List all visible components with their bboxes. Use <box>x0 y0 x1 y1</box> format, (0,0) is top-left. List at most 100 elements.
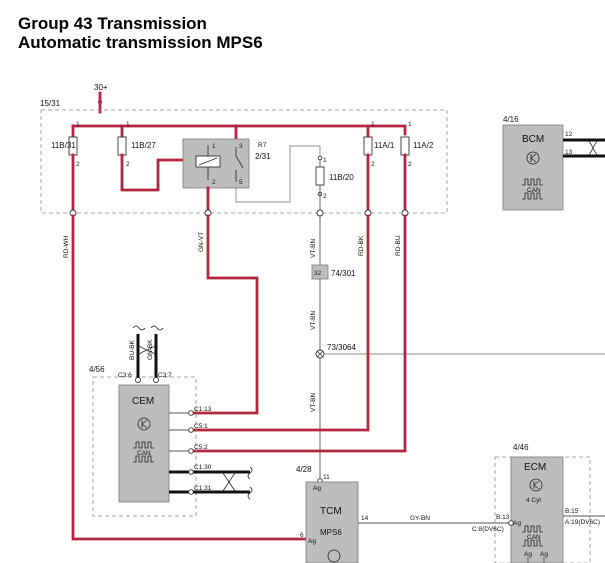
fuse-11b31-pin-bottom: 2 <box>76 161 80 168</box>
fuse-11b20-pin-top: 1 <box>323 157 327 164</box>
ecm-can-icon <box>522 525 543 533</box>
fuse-11a2-label: 11A/2 <box>413 141 434 150</box>
ecm-pin-b13: B:13 <box>496 514 510 521</box>
cem-ref: 4/56 <box>89 365 105 374</box>
cem-can-icon <box>133 441 154 449</box>
fuse-11b31-label: 11B/31 <box>51 141 76 150</box>
supply-node <box>98 100 102 104</box>
ecm-pin-b15: B:15 <box>565 508 579 515</box>
fuse-11b20-pin-top-node <box>317 155 323 161</box>
title-line-2: Automatic transmission MPS6 <box>18 33 263 52</box>
wire-relay-pin5-to-11b20 <box>235 145 321 203</box>
cem-body <box>118 384 170 503</box>
tcm-name: TCM <box>320 506 342 517</box>
ecm-pin-a19: A:19(DV6C) <box>565 519 600 526</box>
cem-pin-c3-6: C3:6 <box>118 372 132 379</box>
bcm-can-label: CAN <box>527 187 541 194</box>
fuse-11b27-body <box>117 136 127 156</box>
label-rd-bk: RD-BK <box>358 235 365 256</box>
bcm-can-icon-2 <box>522 192 543 200</box>
cem-pin-c3-7: C3:7 <box>158 372 172 379</box>
wire-11b27-to-relay <box>120 153 187 192</box>
fuse-box-label: 15/31 <box>40 99 61 108</box>
page-title: Group 43 Transmission Automatic transmis… <box>18 14 263 52</box>
cem-dashed-outline <box>92 376 197 517</box>
tcm-sub: MPS6 <box>320 528 342 537</box>
fuse-11b20: 1 11B/20 2 <box>315 155 354 200</box>
tcm-body <box>305 481 359 563</box>
wire-rd-wh <box>71 214 308 541</box>
ecm-pin-b13-node <box>508 520 514 526</box>
ecm-name: ECM <box>524 462 546 473</box>
relay-pin-2: 2 <box>212 179 216 186</box>
supply-label: 30+ <box>94 83 108 92</box>
fuse-11b20-label: 11B/20 <box>329 173 354 182</box>
relay-contact-switch <box>235 155 244 169</box>
splice-x2 <box>316 350 324 358</box>
cem-pin-c5-1-node <box>188 427 194 433</box>
relay-coil-mark <box>198 157 218 166</box>
fuse-11b20-body <box>315 166 325 186</box>
title-line-1: Group 43 Transmission <box>18 14 207 33</box>
fuse-11b27-label: 11B/27 <box>131 141 156 150</box>
tcm-pin-6: 6 <box>300 532 304 539</box>
fuse-11a1-pin-bottom: 2 <box>371 161 375 168</box>
cem-module: CEM CAN <box>118 384 170 503</box>
cem-bus-twist-icon <box>221 471 237 493</box>
label-vt-bn-1: VT-BN <box>310 239 317 258</box>
ecm-can-icon-2 <box>522 539 543 547</box>
label-gy-bn: GY-BN <box>410 515 430 522</box>
exit-node-vt-bn <box>316 209 324 217</box>
fuse-11b31: 1 11B/31 2 <box>51 121 80 168</box>
cem-twist-icon <box>137 344 157 356</box>
fuse-11b27: 1 11B/27 2 <box>117 121 156 168</box>
cem-transistor-icon <box>137 417 151 431</box>
bcm-twist-icon <box>587 139 599 157</box>
fuse-11b27-pin-bottom: 2 <box>126 161 130 168</box>
tcm-pin-11-sub: Ag <box>313 485 321 492</box>
fuse-11a2-pin-bottom: 2 <box>408 161 412 168</box>
cem-pin-c1-13: C1:13 <box>194 406 212 413</box>
cem-pin-c3-6-node <box>135 377 141 383</box>
label-gn-bk: GN-BK <box>147 339 154 360</box>
fuse-11b20-pin-bottom: 2 <box>323 193 327 200</box>
tcm-ref: 4/28 <box>296 465 312 474</box>
tcm-pin-14: 14 <box>361 515 369 522</box>
fuse-box-outline <box>40 109 448 214</box>
tcm-pin-6-sub: Ag <box>308 538 316 545</box>
fuse-11b31-pin-top: 1 <box>76 121 80 128</box>
wire-gn-vt <box>190 214 259 415</box>
ecm-bottom-pin-2: Ag <box>540 551 548 558</box>
cem-pin-c1-13-node <box>188 410 194 416</box>
relay-pin-3: 3 <box>239 143 243 150</box>
ecm-can-label: CAN <box>527 534 541 541</box>
relay-name: R7 <box>258 142 267 149</box>
bcm-body <box>502 124 564 211</box>
relay-r7: 1 3 2 5 R7 2/31 <box>182 138 271 189</box>
cem-can-label: CAN <box>137 450 151 457</box>
bcm-can-icon <box>522 178 543 186</box>
ecm-ref: 4/46 <box>513 443 529 452</box>
ecm-dashed-outline <box>494 456 591 563</box>
wire-rd-bk <box>190 214 370 432</box>
label-bu-bk: BU-BK <box>129 339 136 360</box>
cem-pin-c1-30-node <box>188 469 194 475</box>
fuse-11a1-label: 11A/1 <box>374 141 395 150</box>
ecm-transistor-glyph <box>533 480 540 490</box>
cem-pin-c5-2-node <box>188 448 194 454</box>
fuse-11a1-pin-top: 1 <box>371 121 375 128</box>
label-gn-vt: GN-VT <box>198 232 205 252</box>
relay-pin-5: 5 <box>239 179 243 186</box>
fuse-11a2-pin-top: 1 <box>408 121 412 128</box>
tcm-pin-11: 11 <box>323 474 330 481</box>
bcm-transistor-icon <box>526 151 540 165</box>
wire-rd-bu <box>190 214 407 453</box>
ecm-pin-left-sub: Ag <box>513 520 521 527</box>
cem-wire-break-icon <box>132 325 164 331</box>
fuse-11b27-pin-top: 1 <box>126 121 130 128</box>
cem-pin-c3-7-node <box>153 377 159 383</box>
cem-pin-c5-1: C5:1 <box>194 423 208 430</box>
label-vt-bn-3: VT-BN <box>310 393 317 412</box>
splice-73-3064 <box>315 349 325 359</box>
